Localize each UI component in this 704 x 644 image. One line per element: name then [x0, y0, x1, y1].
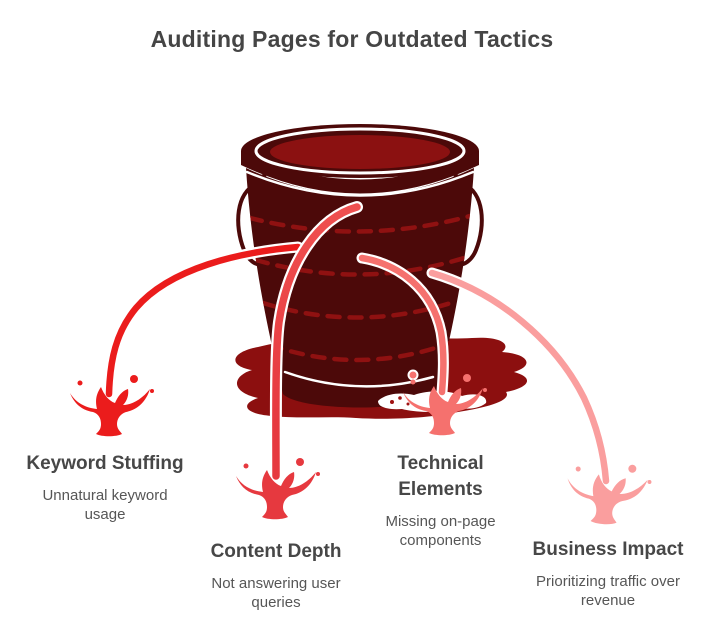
label-content-depth-heading: Content Depth	[210, 541, 342, 562]
bubble	[407, 369, 419, 381]
label-content-depth-subtext: Not answering user queries	[211, 575, 341, 611]
bucket-bottom-highlight	[283, 370, 435, 388]
label-business-impact-heading: Business Impact	[532, 539, 684, 560]
bucket-liquid-surface	[270, 135, 450, 169]
bucket-rim-band	[241, 151, 479, 194]
label-technical-elements: Technical Elements Missing on-page compo…	[363, 451, 518, 550]
stream-content-depth	[269, 201, 363, 482]
bucket-rim-white-ring	[254, 127, 466, 175]
bucket	[236, 124, 484, 408]
leak-streams	[103, 201, 612, 487]
label-business-impact-subtext: Prioritizing traffic over revenue	[536, 573, 680, 609]
page-title: Auditing Pages for Outdated Tactics	[150, 26, 554, 52]
label-technical-elements-heading: Technical Elements	[397, 453, 484, 500]
label-business-impact: Business Impact Prioritizing traffic ove…	[528, 537, 688, 610]
stream-keyword-stuffing	[103, 241, 304, 400]
label-keyword-stuffing-subtext: Unnatural keyword usage	[42, 487, 168, 523]
stream-business-impact	[426, 267, 612, 487]
bucket-rim-bottom-line	[245, 170, 475, 197]
label-technical-elements-subtext: Missing on-page components	[385, 513, 496, 549]
label-keyword-stuffing: Keyword Stuffing Unnatural keyword usage	[25, 451, 185, 524]
bucket-handle-right-wire	[456, 182, 484, 267]
label-content-depth: Content Depth Not answering user queries	[190, 539, 362, 612]
pool-specks	[390, 396, 410, 406]
label-keyword-stuffing-heading: Keyword Stuffing	[26, 453, 184, 474]
stream-technical-elements	[356, 252, 449, 398]
